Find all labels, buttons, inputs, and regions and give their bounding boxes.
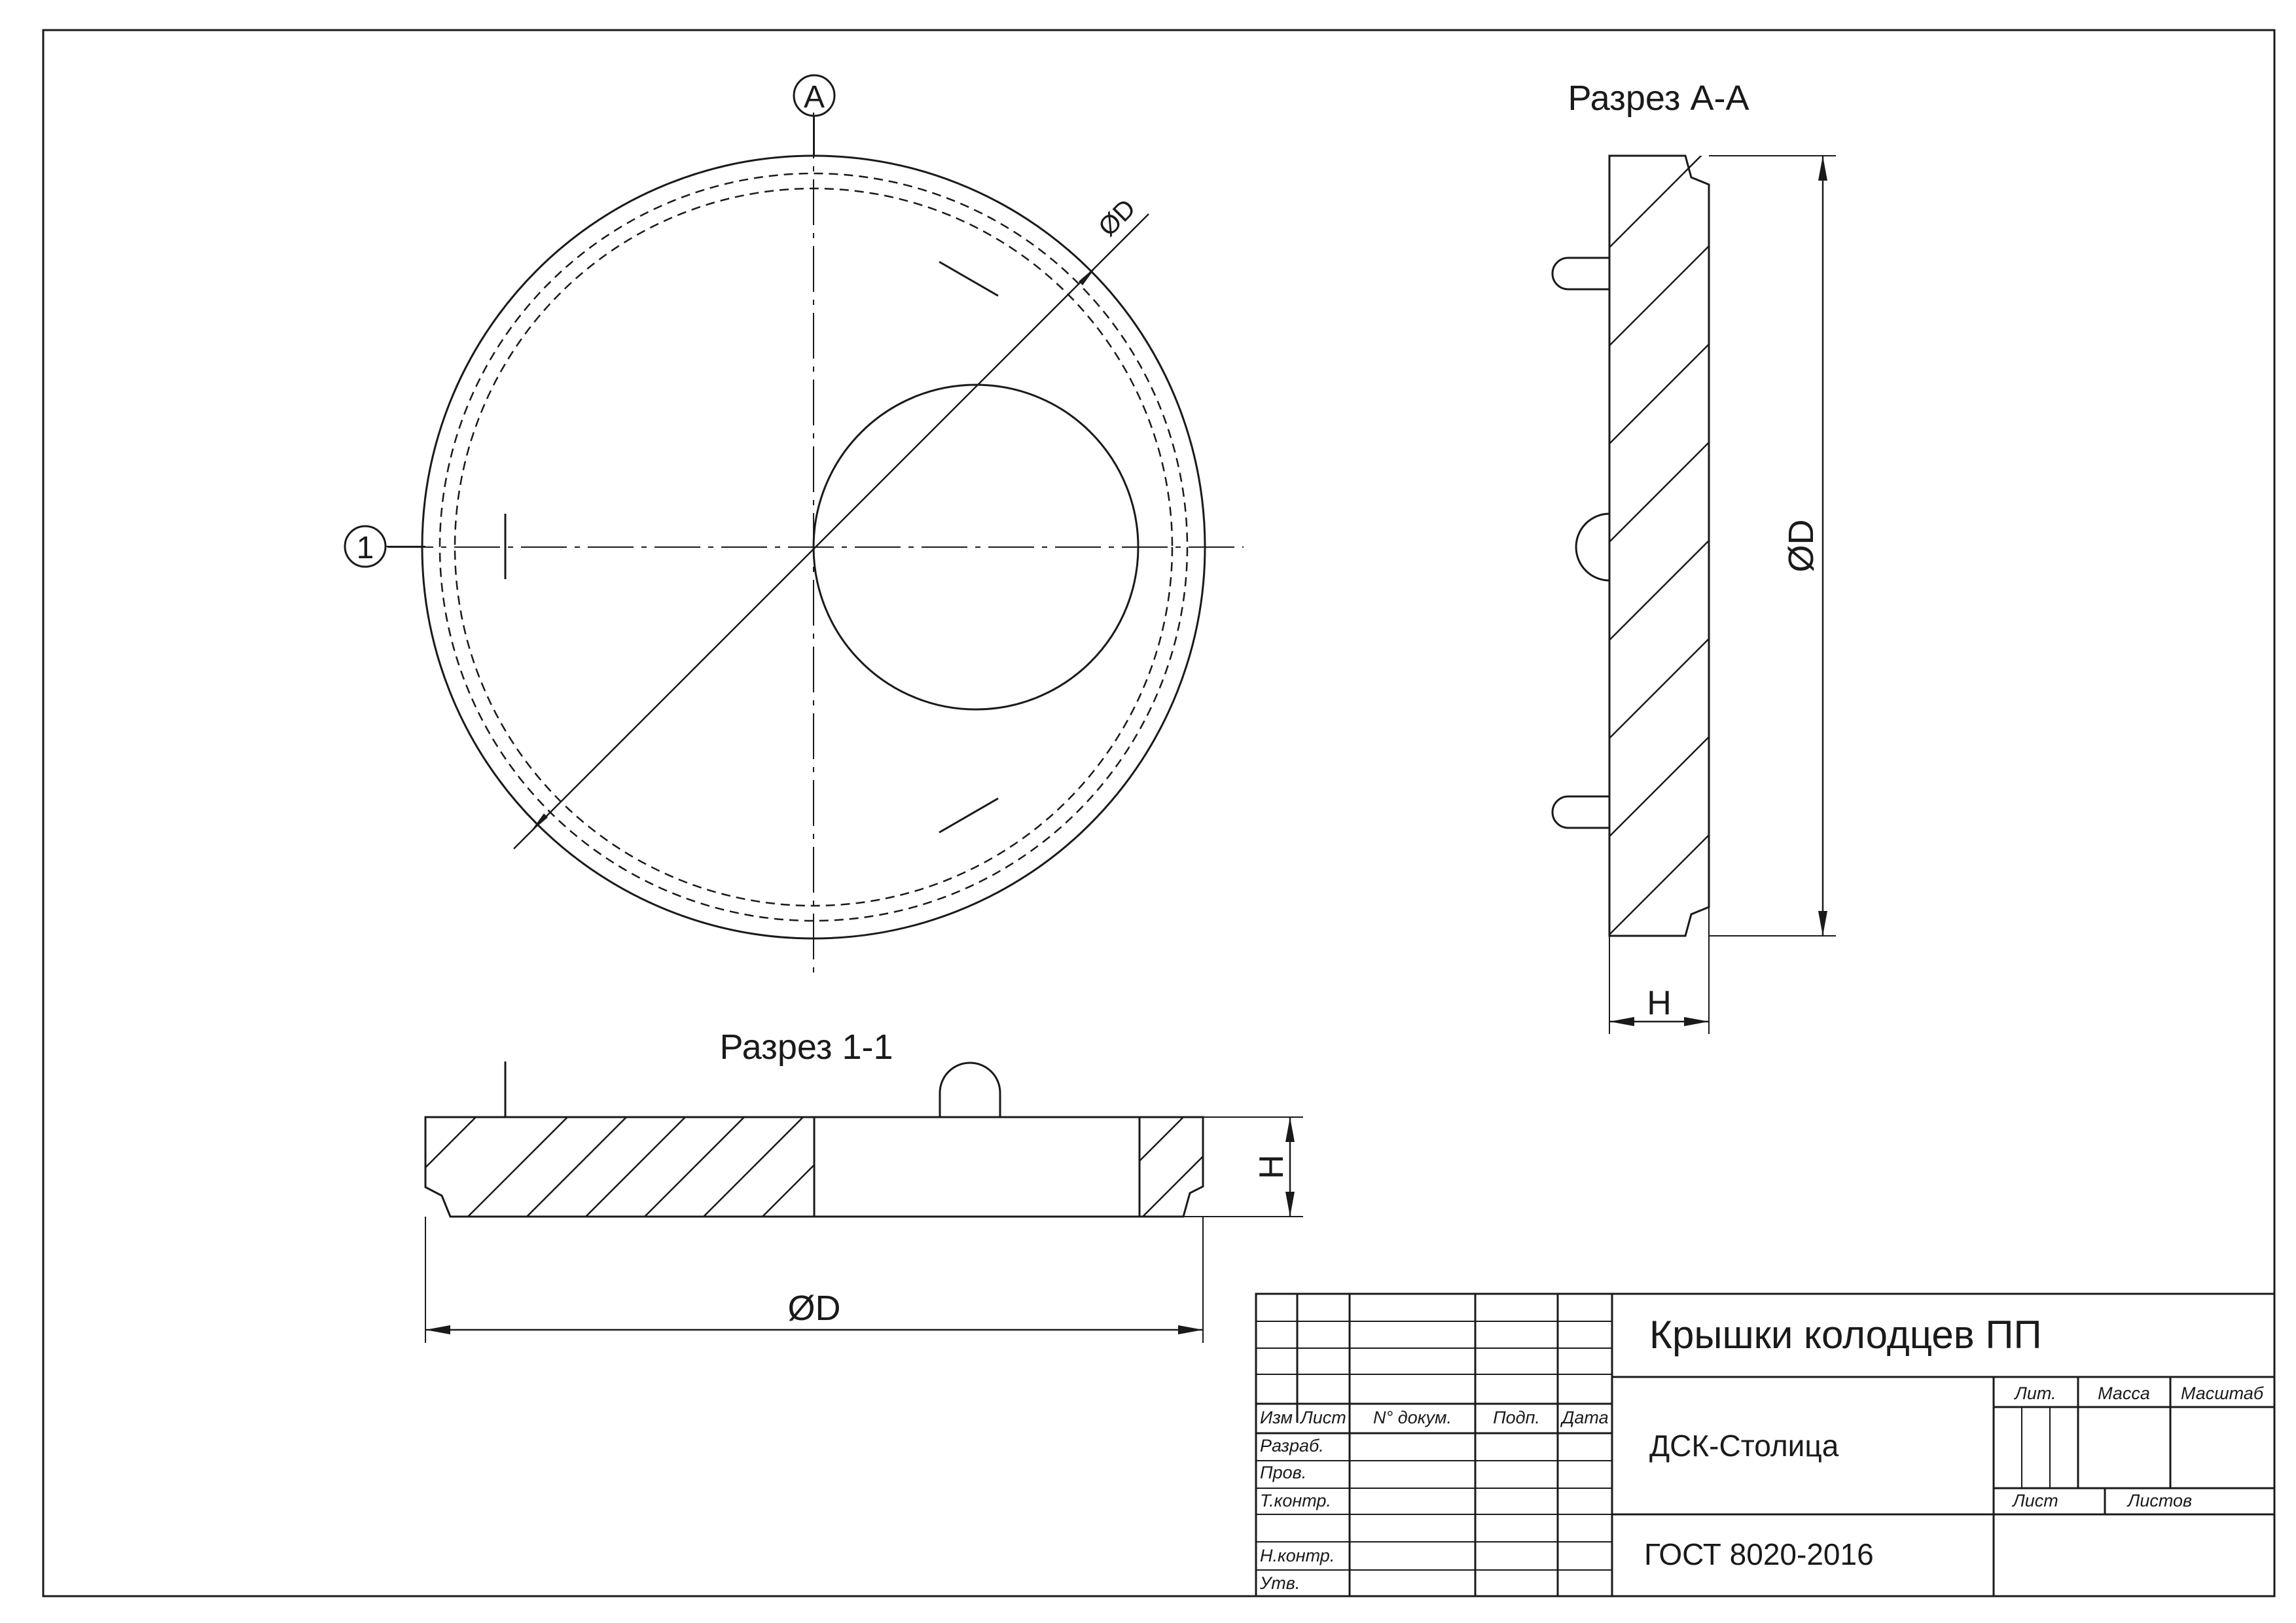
handle-on-section bbox=[939, 1061, 1001, 1117]
col-date: Дата bbox=[1560, 1408, 1608, 1427]
plan-view bbox=[344, 74, 1244, 976]
section-aa-title: Разрез А-А bbox=[1568, 79, 1749, 118]
col-sign: Подп. bbox=[1493, 1408, 1540, 1427]
title-block-organization: ДСК-Столица bbox=[1649, 1429, 1839, 1463]
col-list: Лист bbox=[1299, 1408, 1346, 1427]
slope-mark-bottom bbox=[939, 797, 999, 834]
section-aa-outline bbox=[1608, 154, 1710, 937]
dim-arrow-upper bbox=[1079, 266, 1097, 285]
handle-top bbox=[1551, 257, 1609, 291]
row-tkontr: Т.контр. bbox=[1260, 1491, 1331, 1510]
col-masshtab: Масштаб bbox=[2181, 1383, 2264, 1403]
row-prov: Пров. bbox=[1260, 1463, 1306, 1482]
s11-height-label: H bbox=[1253, 1154, 1291, 1179]
inner-dashed-circle-1 bbox=[439, 172, 1189, 922]
section-aa bbox=[1551, 154, 1836, 1034]
row-razrab: Разраб. bbox=[1260, 1436, 1324, 1455]
label-list: Лист bbox=[2011, 1491, 2058, 1510]
aa-height-label: H bbox=[1647, 984, 1672, 1022]
section-11-title: Разрез 1-1 bbox=[719, 1027, 893, 1067]
s11-diameter-label: ØD bbox=[788, 1289, 841, 1328]
col-izm: Изм bbox=[1260, 1408, 1293, 1427]
callout-1-label: 1 bbox=[357, 531, 374, 565]
handle-middle bbox=[1575, 512, 1610, 582]
aa-diameter-label: ØD bbox=[1782, 520, 1821, 573]
handle-bottom bbox=[1551, 795, 1609, 829]
title-block-title: Крышки колодцев ПП bbox=[1649, 1313, 2042, 1357]
title-block-standard: ГОСТ 8020-2016 bbox=[1644, 1537, 1874, 1571]
diameter-dim-line bbox=[513, 213, 1149, 849]
col-massa: Масса bbox=[2098, 1383, 2150, 1403]
dim-arrow-lower bbox=[529, 813, 548, 833]
col-lit: Лит. bbox=[2013, 1383, 2056, 1403]
sheet-border bbox=[42, 29, 2276, 1597]
callout-a-label: A bbox=[804, 80, 825, 115]
row-nkontr: Н.контр. bbox=[1260, 1546, 1335, 1565]
plan-diameter-label: ØD bbox=[1093, 194, 1141, 242]
col-doc: N° докум. bbox=[1373, 1408, 1452, 1427]
row-utv: Утв. bbox=[1259, 1573, 1300, 1593]
title-block bbox=[1255, 1293, 2276, 1597]
slope-mark-top bbox=[939, 260, 999, 297]
section-11 bbox=[424, 1061, 1303, 1343]
label-listov: Листов bbox=[2126, 1491, 2192, 1510]
